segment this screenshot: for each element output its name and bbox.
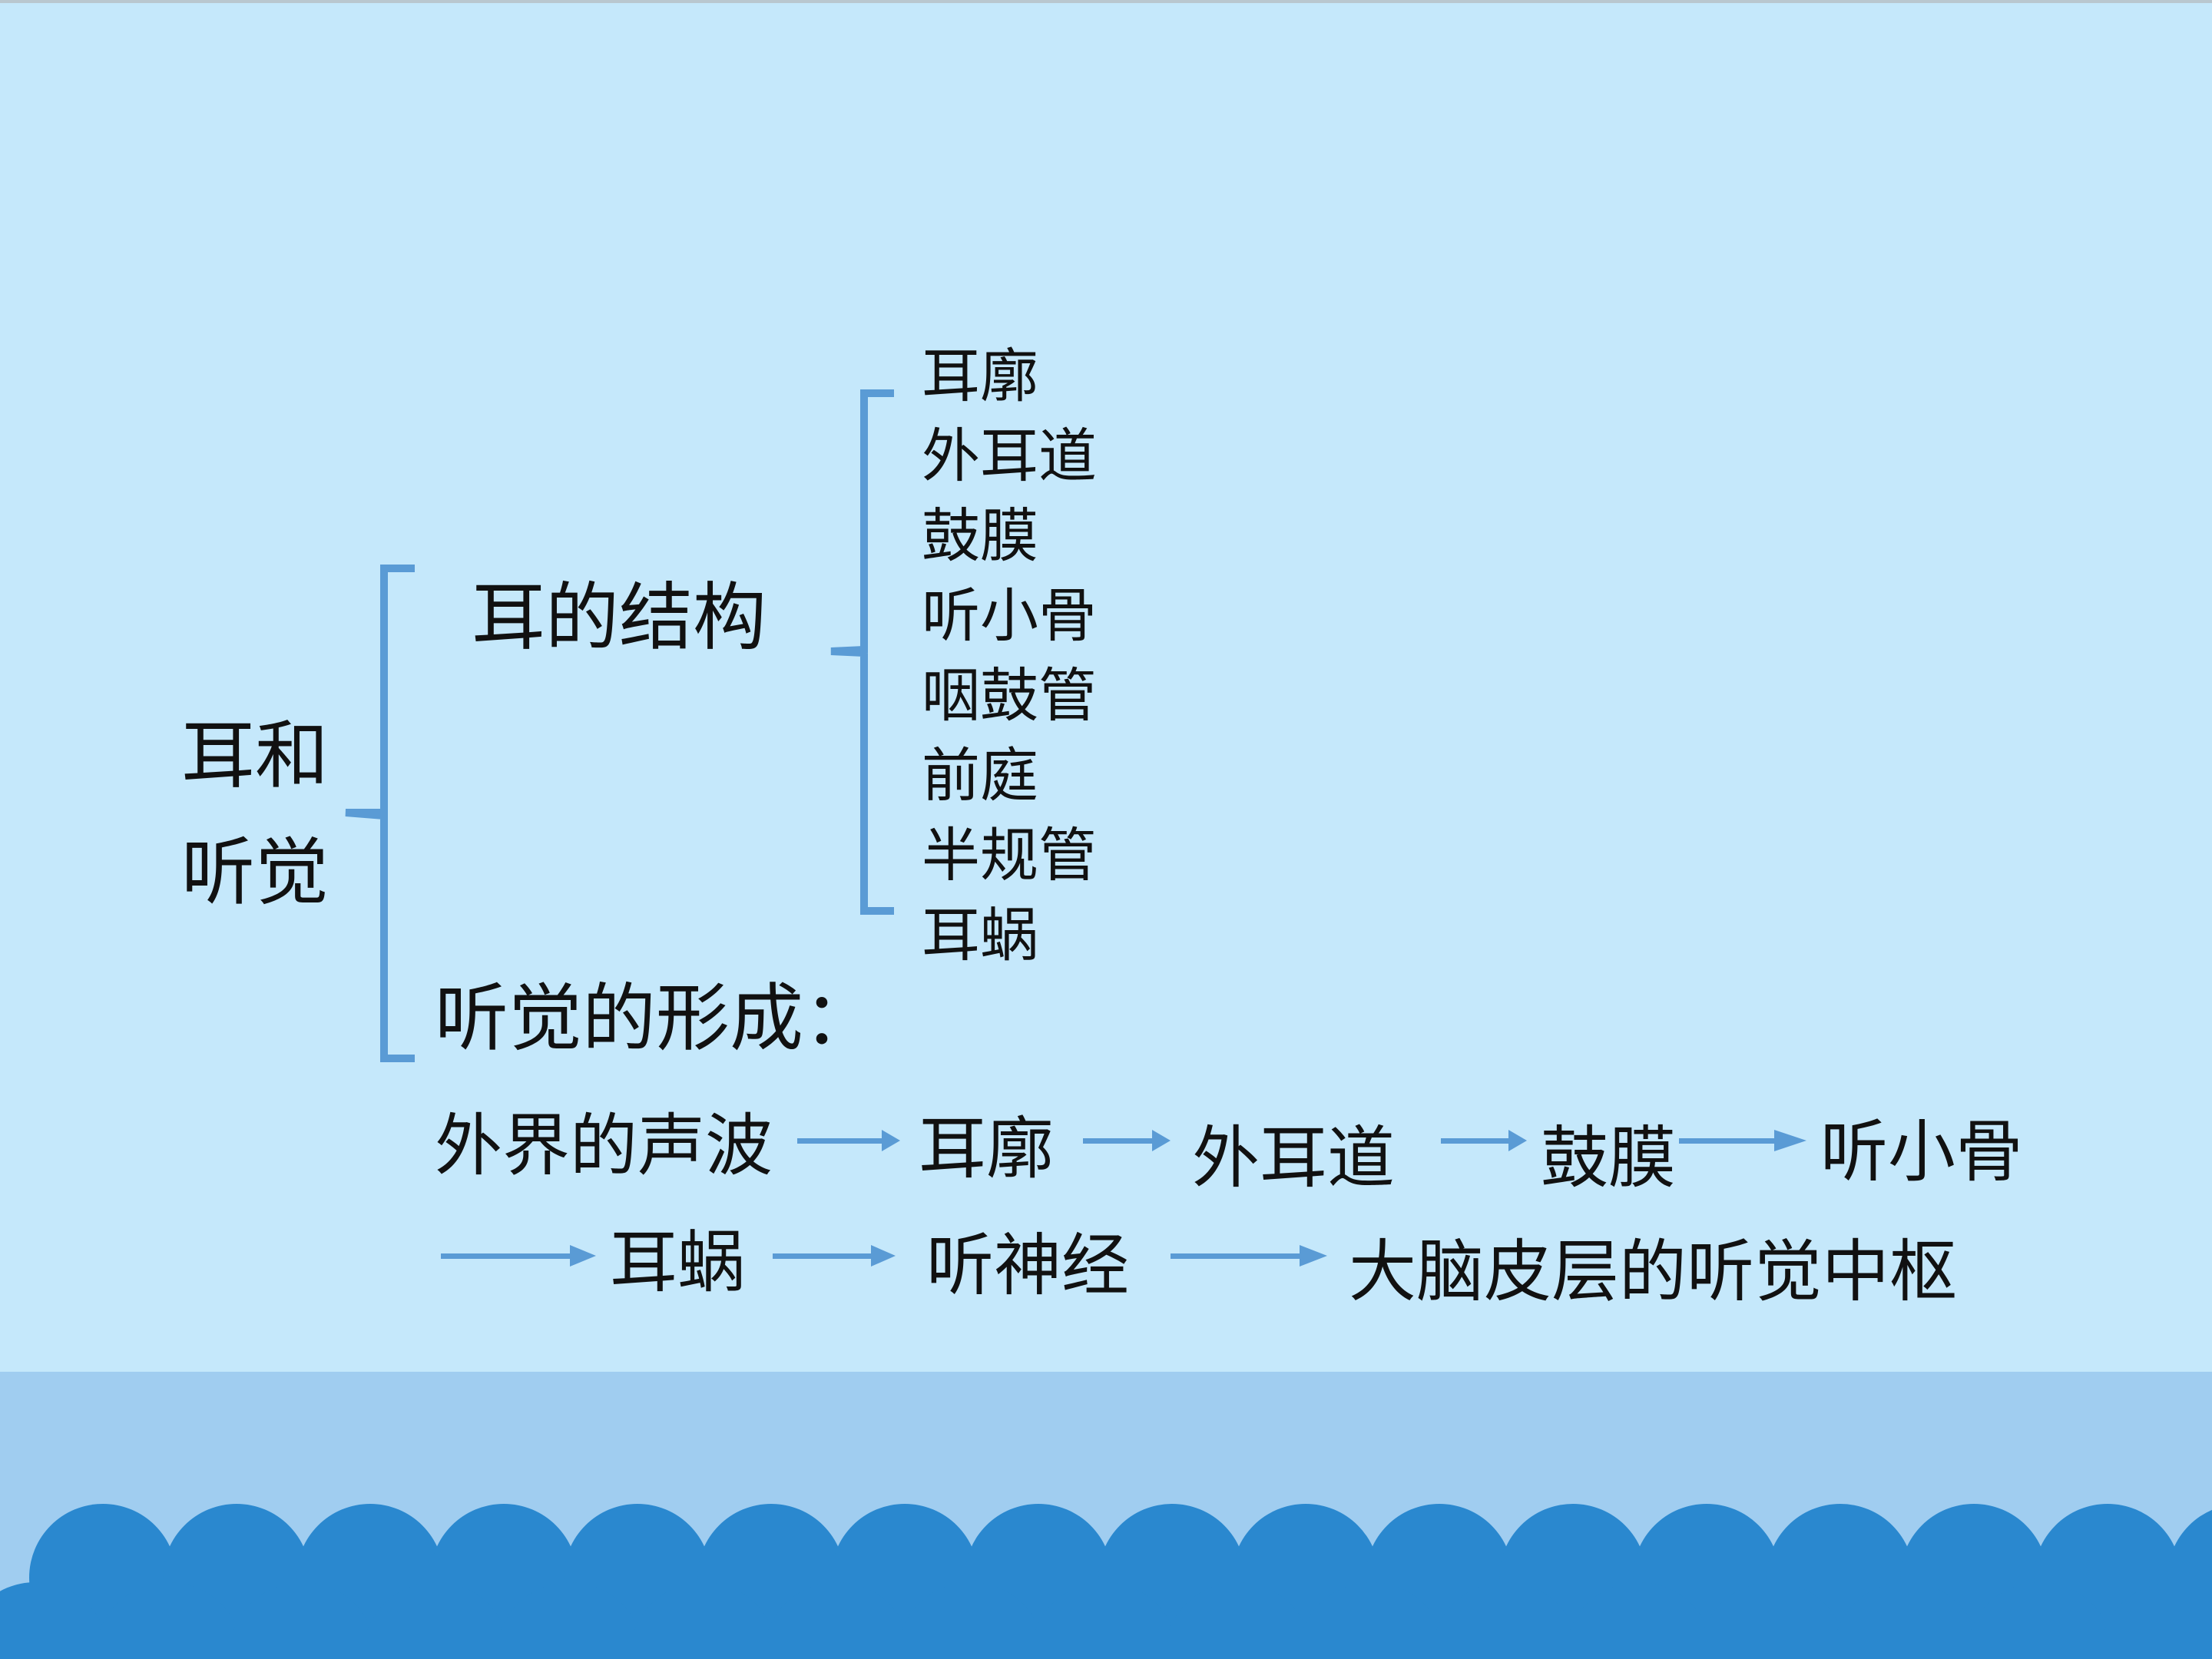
arrow-3	[1441, 1130, 1527, 1151]
step-sound-wave: 外界的声波	[435, 1106, 773, 1185]
step-ossicles: 听小骨	[1820, 1112, 2024, 1191]
part-vestibule: 前庭	[922, 741, 1038, 810]
wave-scallop-front	[630, 1582, 777, 1659]
wave-scallop-front	[897, 1582, 1045, 1659]
wave-scallop-front	[1833, 1582, 1980, 1659]
wave-scallop-front	[2100, 1582, 2212, 1659]
step-cochlea: 耳蜗	[610, 1223, 746, 1302]
part-semicircular-canals: 半规管	[922, 821, 1097, 889]
arrow-1	[797, 1130, 900, 1151]
wave-scallop-front	[229, 1582, 376, 1659]
wave-scallop-front	[1432, 1582, 1579, 1659]
wave-scallop-front	[363, 1582, 510, 1659]
wave-scallop-front	[1164, 1582, 1312, 1659]
formation-title: 听觉的形成：	[435, 975, 877, 1061]
wave-scallop-front	[1966, 1582, 2114, 1659]
structure-title: 耳的结构	[472, 575, 767, 661]
arrow-5	[441, 1245, 596, 1267]
top-edge	[0, 0, 2212, 3]
wave-scallop-front	[1699, 1582, 1846, 1659]
part-ear-canal: 外耳道	[922, 422, 1097, 490]
wave-scallop-front	[95, 1582, 243, 1659]
wave-scallop-front	[1031, 1582, 1178, 1659]
waves-front-row	[0, 1582, 2212, 1659]
structure-brace	[830, 389, 894, 915]
wave-scallop-front	[1298, 1582, 1445, 1659]
step-eardrum: 鼓膜	[1541, 1118, 1677, 1197]
wave-scallop-front	[763, 1582, 911, 1659]
arrow-2	[1083, 1130, 1171, 1151]
part-auricle: 耳廓	[922, 342, 1038, 410]
arrow-7	[1171, 1245, 1327, 1267]
step-ear-canal: 外耳道	[1192, 1118, 1396, 1197]
wave-scallop-front	[0, 1582, 109, 1659]
root-label-line1: 耳和	[181, 713, 329, 799]
step-auditory-cortex: 大脑皮层的听觉中枢	[1349, 1232, 1958, 1311]
wave-scallop-front	[496, 1582, 644, 1659]
root-brace	[345, 565, 415, 1062]
part-eardrum: 鼓膜	[922, 502, 1038, 570]
part-cochlea: 耳蜗	[922, 901, 1038, 969]
part-ossicles: 听小骨	[922, 581, 1097, 650]
arrow-4	[1679, 1130, 1806, 1151]
wave-scallop-front	[1565, 1582, 1713, 1659]
step-auditory-nerve: 听神经	[926, 1226, 1130, 1305]
arrow-6	[773, 1245, 896, 1267]
root-label-line2: 听觉	[181, 830, 329, 916]
step-auricle: 耳廓	[919, 1109, 1055, 1188]
part-eustachian-tube: 咽鼓管	[922, 661, 1097, 730]
